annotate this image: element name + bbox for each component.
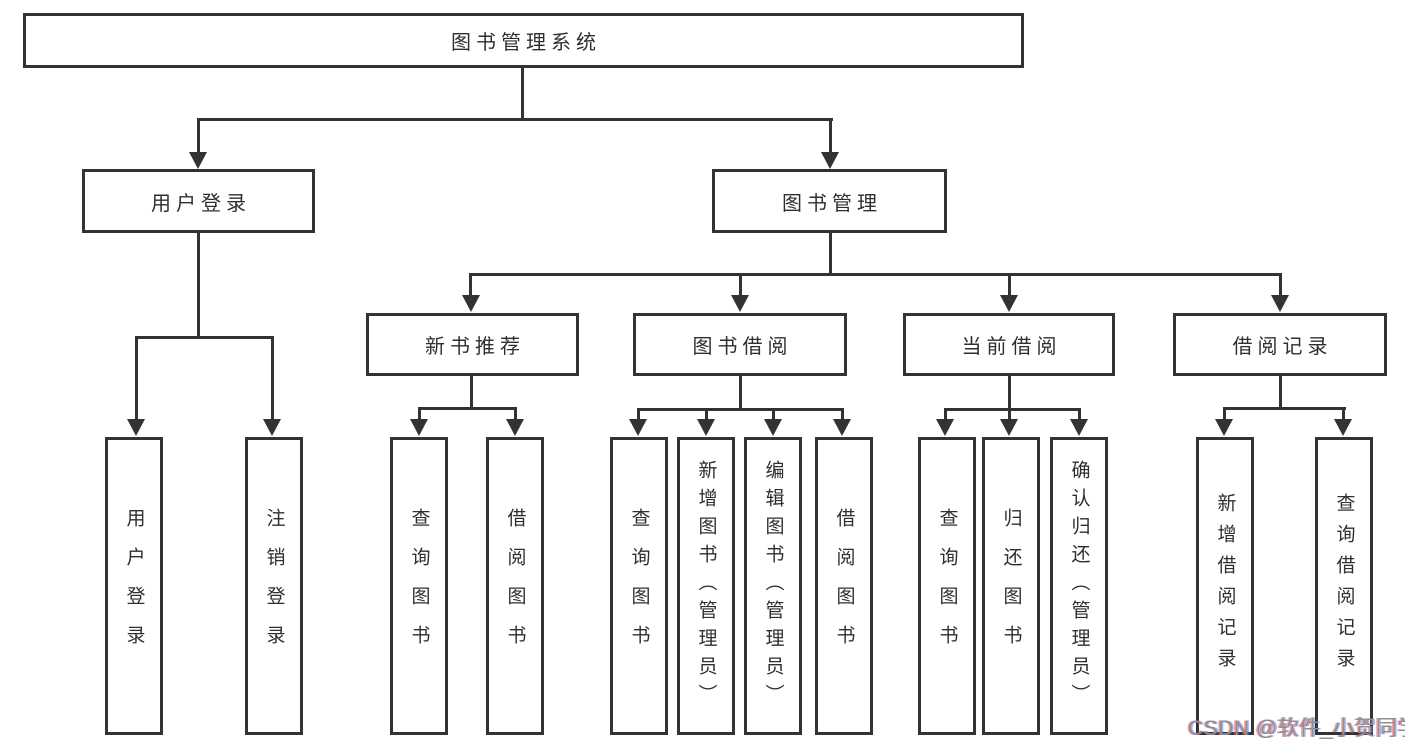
node-label: 借阅图书	[504, 508, 526, 664]
node-label: 用户登录	[123, 508, 145, 664]
node-borrowing-records: 借阅记录	[1173, 313, 1387, 376]
watermark: CSDN @软件_小贺同学	[1188, 717, 1405, 740]
node-label: 图书管理	[782, 192, 882, 215]
arrowhead-down-icon	[189, 152, 207, 169]
connector-line	[739, 376, 742, 408]
node-label: 新增借阅记录	[1214, 493, 1236, 679]
node-new-book-recommend: 新书推荐	[366, 313, 579, 376]
arrowhead-down-icon	[629, 419, 647, 436]
leaf-add-book-admin: 新增图书（管理员）	[677, 437, 735, 735]
connector-line	[135, 336, 138, 424]
connector-line	[521, 68, 524, 118]
node-label: 新增图书（管理员）	[695, 460, 717, 712]
leaf-query-books-current: 查询图书	[918, 437, 976, 735]
connector-line	[470, 273, 1281, 276]
arrowhead-down-icon	[263, 419, 281, 436]
connector-line	[944, 408, 1081, 411]
leaf-user-login: 用户登录	[105, 437, 163, 735]
leaf-query-books-borrowing: 查询图书	[610, 437, 668, 735]
node-label: 编辑图书（管理员）	[762, 460, 784, 712]
connector-line	[418, 407, 517, 410]
leaf-return-book: 归还图书	[982, 437, 1040, 735]
leaf-query-books-recommend: 查询图书	[390, 437, 448, 735]
node-label: 归还图书	[1000, 508, 1022, 664]
node-library-management-system: 图书管理系统	[23, 13, 1024, 68]
arrowhead-down-icon	[731, 295, 749, 312]
connector-line	[1078, 408, 1081, 423]
node-book-management: 图书管理	[712, 169, 947, 233]
node-book-borrowing: 图书借阅	[633, 313, 847, 376]
connector-line	[197, 233, 200, 336]
connector-line	[197, 118, 200, 158]
node-label: 借阅图书	[833, 508, 855, 664]
connector-line	[469, 273, 472, 299]
connector-line	[1008, 273, 1011, 299]
node-label: 图书管理系统	[451, 32, 601, 54]
connector-line	[1008, 408, 1011, 423]
node-label: 当前借阅	[961, 336, 1062, 358]
node-label: 查询借阅记录	[1333, 493, 1355, 679]
arrowhead-down-icon	[1000, 295, 1018, 312]
arrowhead-down-icon	[1215, 419, 1233, 436]
connector-line	[944, 408, 947, 423]
leaf-add-borrow-record: 新增借阅记录	[1196, 437, 1254, 735]
connector-line	[1279, 273, 1282, 299]
connector-line	[1279, 376, 1282, 407]
node-label: 查询图书	[408, 508, 430, 664]
arrowhead-down-icon	[1334, 419, 1352, 436]
node-label: 注销登录	[263, 508, 285, 664]
connector-line	[271, 336, 274, 424]
leaf-confirm-return-admin: 确认归还（管理员）	[1050, 437, 1108, 735]
node-label: 用户登录	[151, 192, 251, 215]
connector-line	[841, 408, 844, 423]
arrowhead-down-icon	[410, 419, 428, 436]
arrowhead-down-icon	[833, 419, 851, 436]
leaf-borrow-books-recommend: 借阅图书	[486, 437, 544, 735]
node-label: 确认归还（管理员）	[1068, 460, 1090, 712]
node-label: 新书推荐	[425, 336, 525, 358]
connector-line	[418, 407, 421, 423]
arrowhead-down-icon	[764, 419, 782, 436]
node-label: 图书借阅	[692, 336, 793, 358]
arrowhead-down-icon	[127, 419, 145, 436]
connector-line	[1223, 407, 1346, 410]
connector-line	[135, 336, 274, 339]
leaf-edit-book-admin: 编辑图书（管理员）	[744, 437, 802, 735]
connector-line	[197, 118, 833, 121]
leaf-borrow-books-borrowing: 借阅图书	[815, 437, 873, 735]
arrowhead-down-icon	[1271, 295, 1289, 312]
connector-line	[637, 408, 640, 423]
arrowhead-down-icon	[936, 419, 954, 436]
connector-line	[772, 408, 775, 423]
connector-line	[829, 118, 832, 158]
connector-line	[1223, 407, 1226, 423]
arrowhead-down-icon	[697, 419, 715, 436]
connector-line	[705, 408, 708, 423]
arrowhead-down-icon	[821, 152, 839, 169]
node-current-borrowing: 当前借阅	[903, 313, 1115, 376]
arrowhead-down-icon	[1000, 419, 1018, 436]
connector-line	[739, 273, 742, 299]
node-user-login: 用户登录	[82, 169, 315, 233]
arrowhead-down-icon	[1070, 419, 1088, 436]
leaf-query-borrow-record: 查询借阅记录	[1315, 437, 1373, 735]
arrowhead-down-icon	[462, 295, 480, 312]
connector-line	[1342, 407, 1345, 423]
connector-line	[829, 233, 832, 273]
node-label: 查询图书	[936, 508, 958, 664]
arrowhead-down-icon	[506, 419, 524, 436]
connector-line	[1008, 376, 1011, 408]
leaf-logout: 注销登录	[245, 437, 303, 735]
connector-line	[514, 407, 517, 423]
connector-line	[637, 408, 844, 411]
connector-line	[470, 376, 473, 407]
node-label: 借阅记录	[1232, 336, 1333, 358]
node-label: 查询图书	[628, 508, 650, 664]
